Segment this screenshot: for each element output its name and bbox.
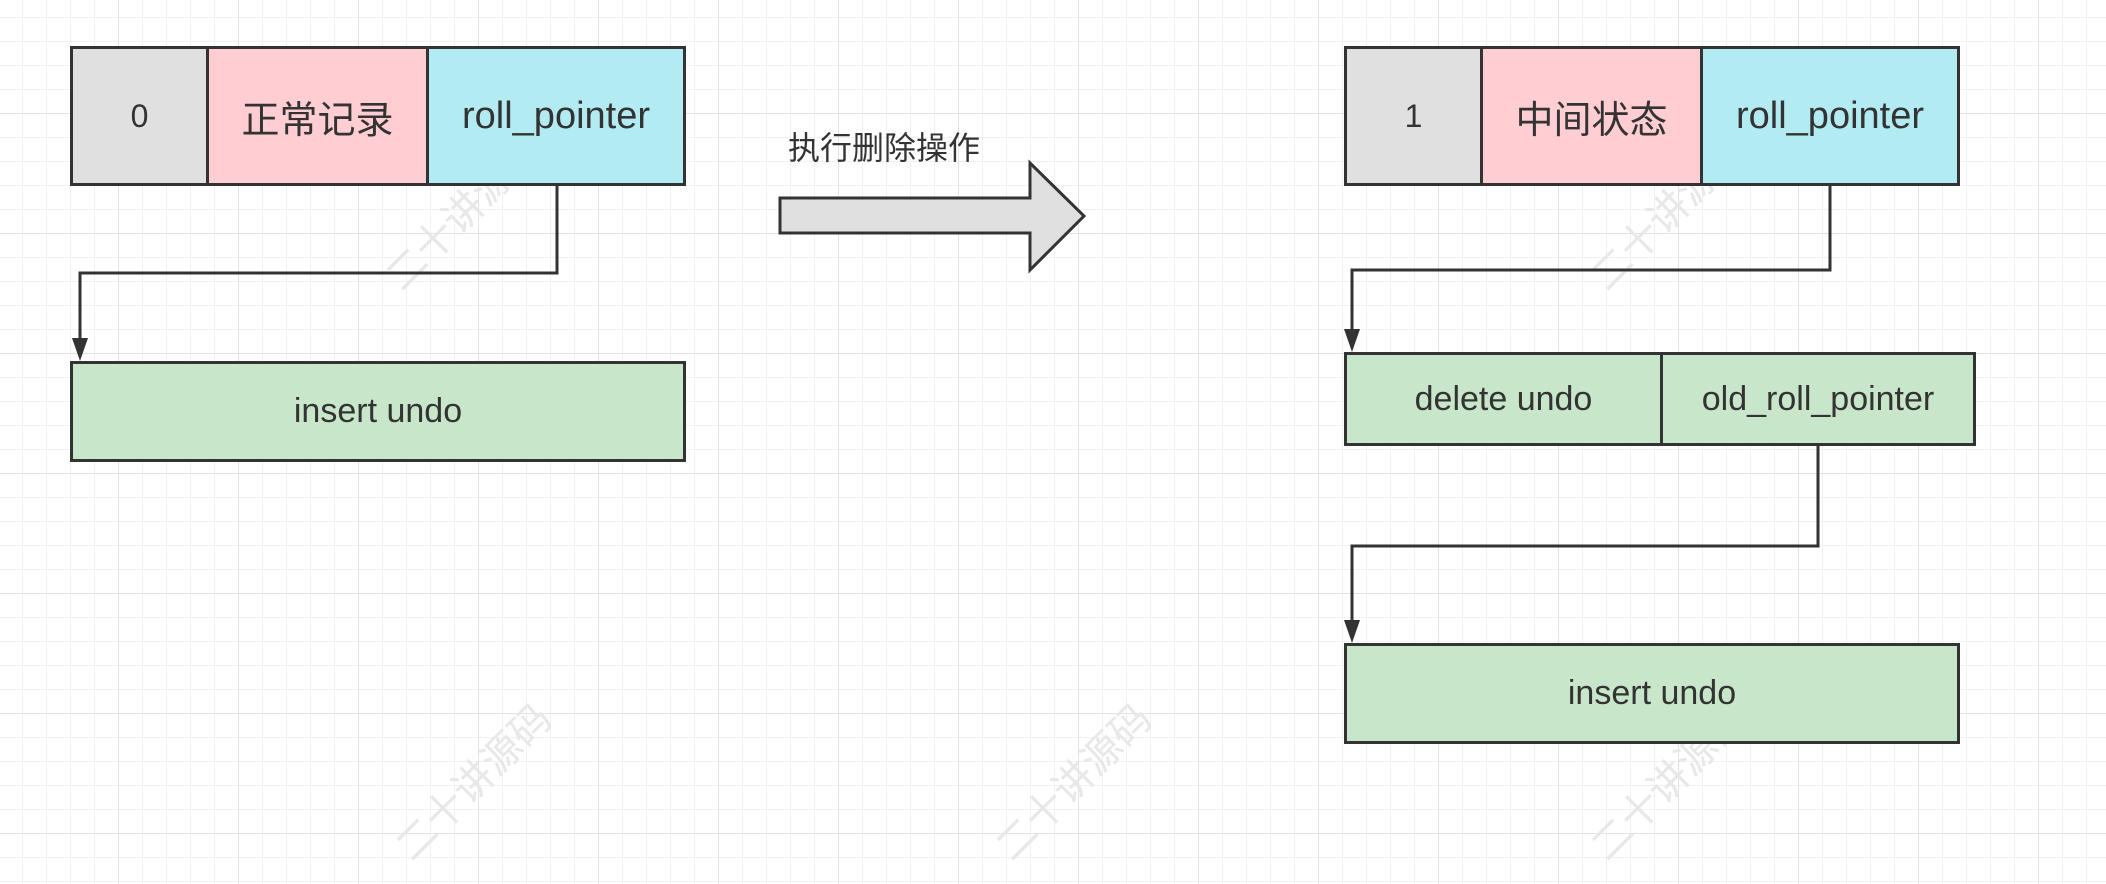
right-pointer-connector — [1344, 185, 1832, 352]
left-pointer-connector — [72, 185, 559, 361]
transition-label: 执行删除操作 — [788, 129, 981, 167]
right-record-flag: 1 — [1344, 46, 1483, 186]
right-insert-undo: insert undo — [1344, 643, 1960, 744]
delete-undo-label: delete undo — [1344, 352, 1663, 446]
left-record-roll-pointer: roll_pointer — [426, 46, 686, 186]
old-pointer-connector — [1344, 445, 1820, 643]
transition-arrow — [778, 159, 1087, 274]
left-record-content: 正常记录 — [206, 46, 429, 186]
left-record-flag: 0 — [70, 46, 209, 186]
right-record-roll-pointer: roll_pointer — [1700, 46, 1960, 186]
delete-undo-old-roll-pointer: old_roll_pointer — [1660, 352, 1976, 446]
right-record-content: 中间状态 — [1480, 46, 1703, 186]
left-insert-undo: insert undo — [70, 361, 686, 462]
